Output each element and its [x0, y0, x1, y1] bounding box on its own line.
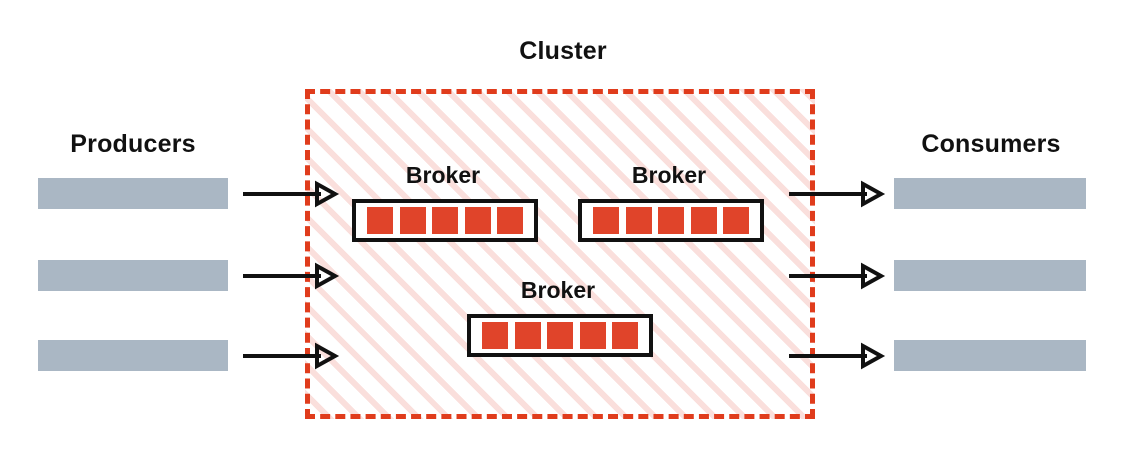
consumer-bar-1[interactable]: [894, 178, 1086, 209]
broker-1-partition-3: [432, 207, 458, 234]
broker-3-partition-1: [482, 322, 508, 349]
cluster-dashed-border: [305, 89, 815, 419]
cluster-hatch-pattern: [305, 89, 815, 419]
consumer-arrow-3: [789, 342, 886, 370]
consumer-arrow-1: [789, 180, 886, 208]
producer-bar-3[interactable]: [38, 340, 228, 371]
cluster-title: Cluster: [519, 37, 607, 65]
broker-2-partition-2: [625, 207, 652, 234]
broker-2-partition-4: [690, 207, 717, 234]
consumer-arrow-2: [789, 262, 886, 290]
broker-3-label: Broker: [520, 277, 596, 303]
broker-3-box[interactable]: [467, 314, 653, 357]
producer-arrow-3: [243, 342, 340, 370]
broker-2-box[interactable]: [578, 199, 764, 242]
broker-3-partition-2: [514, 322, 541, 349]
broker-3-partition-3: [547, 322, 573, 349]
producer-bar-1[interactable]: [38, 178, 228, 209]
producers-title: Producers: [70, 130, 196, 158]
consumer-bar-2[interactable]: [894, 260, 1086, 291]
broker-1-label: Broker: [405, 162, 481, 188]
consumer-bar-3[interactable]: [894, 340, 1086, 371]
broker-3-partition-5: [612, 322, 638, 349]
producer-bar-2[interactable]: [38, 260, 228, 291]
broker-2-partition-1: [593, 207, 619, 234]
broker-2-label: Broker: [631, 162, 707, 188]
cluster-region: [305, 89, 815, 419]
broker-1-partition-4: [464, 207, 491, 234]
consumers-title: Consumers: [921, 130, 1061, 158]
broker-3-partition-4: [579, 322, 606, 349]
broker-2-partition-5: [723, 207, 749, 234]
broker-1-partition-5: [497, 207, 523, 234]
broker-1-partition-1: [367, 207, 393, 234]
broker-1-box[interactable]: [352, 199, 538, 242]
broker-2-partition-3: [658, 207, 684, 234]
broker-1-partition-2: [399, 207, 426, 234]
producer-arrow-1: [243, 180, 340, 208]
producer-arrow-2: [243, 262, 340, 290]
